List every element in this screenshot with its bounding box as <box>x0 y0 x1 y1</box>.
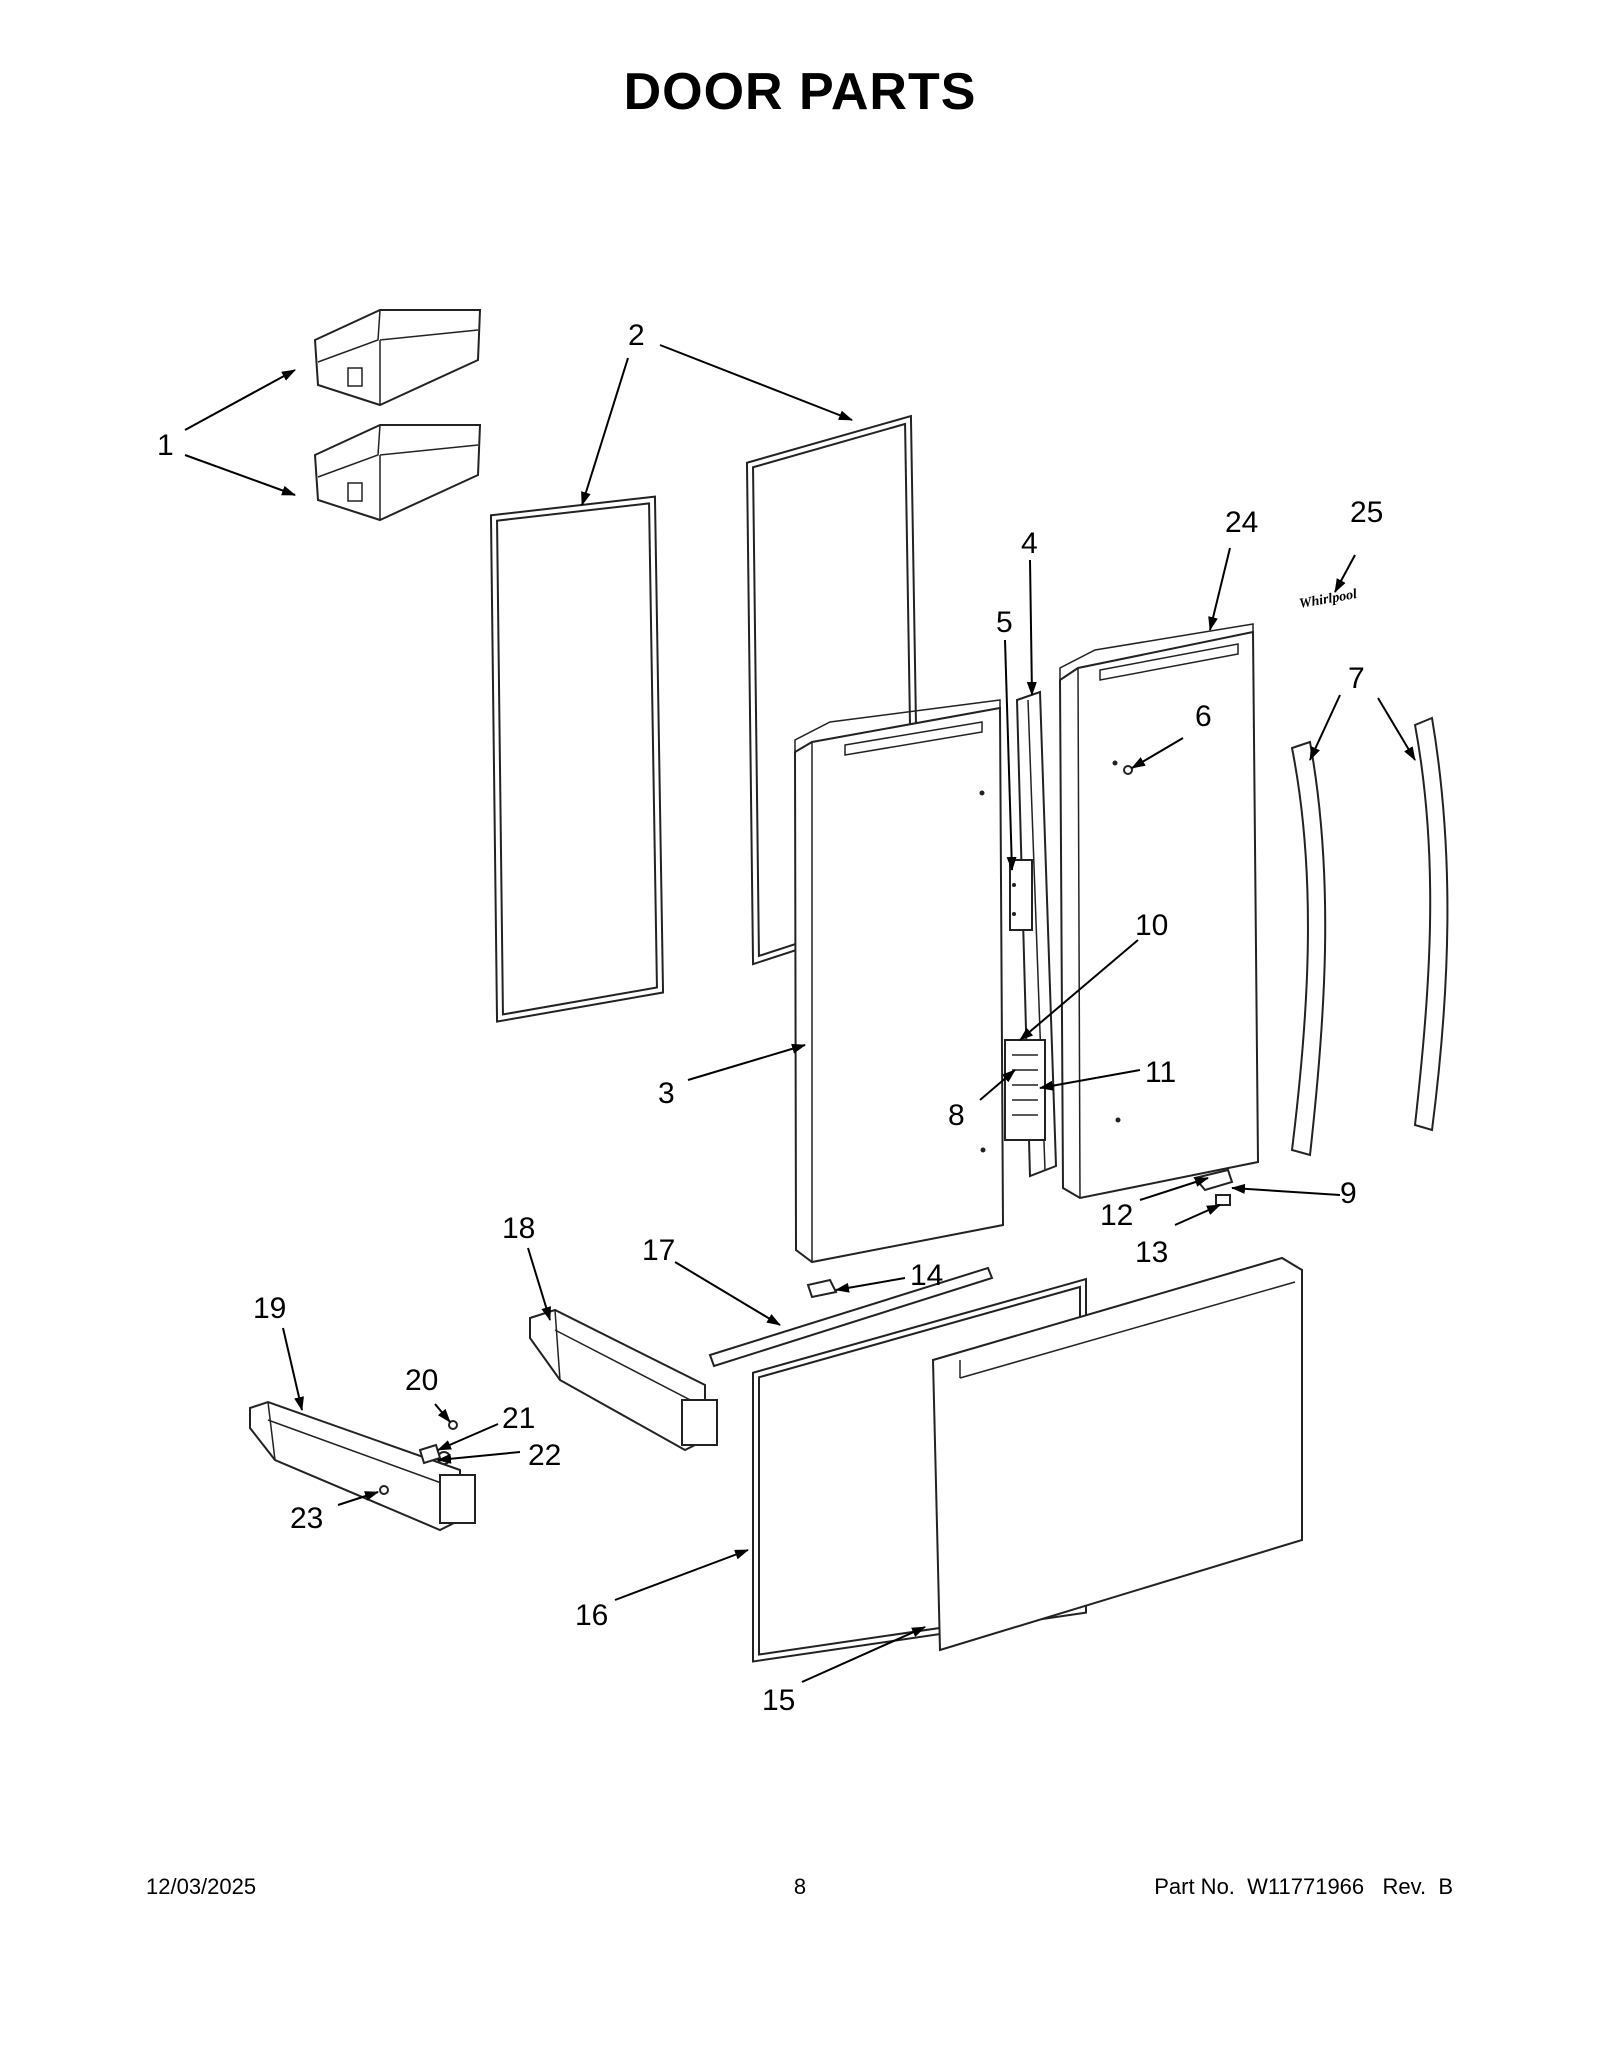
callout-12: 12 <box>1100 1199 1133 1232</box>
gasket-left-door <box>489 495 665 1023</box>
left-refrigerator-door <box>793 699 1005 1264</box>
door-bin-upper <box>313 309 482 407</box>
page-title: DOOR PARTS <box>623 63 977 121</box>
freezer-drawer-gasket <box>752 1277 1087 1663</box>
bottom-hinge-left <box>806 1278 838 1299</box>
logo-text: Whirlpool <box>1298 587 1358 612</box>
whirlpool-logo-badge: Whirlpool <box>1298 587 1358 612</box>
freezer-drawer-front <box>931 1256 1303 1652</box>
callout-6: 6 <box>1195 700 1212 733</box>
drawer-slide-rail-lower <box>249 1400 476 1532</box>
callout-labels: 1 2 3 4 5 6 7 8 9 10 11 12 13 14 15 16 1… <box>157 319 1383 1717</box>
callout-21: 21 <box>502 1402 535 1435</box>
callout-23: 23 <box>290 1502 323 1535</box>
callout-5: 5 <box>996 606 1013 639</box>
door-bin-lower <box>313 424 482 522</box>
callout-10: 10 <box>1135 909 1168 942</box>
door-handle-left <box>1290 740 1327 1157</box>
rail-roller <box>379 1485 389 1495</box>
callout-19: 19 <box>253 1292 286 1325</box>
callout-15: 15 <box>762 1684 795 1717</box>
drawer-seal-strip <box>708 1266 994 1368</box>
callout-22: 22 <box>528 1439 561 1472</box>
callout-7: 7 <box>1348 662 1365 695</box>
callout-11: 11 <box>1145 1056 1176 1089</box>
callout-20: 20 <box>405 1364 438 1397</box>
callout-3: 3 <box>658 1077 675 1110</box>
footer-date: 12/03/2025 <box>146 1874 257 1899</box>
drawer-slide-rail-upper <box>529 1308 718 1452</box>
control-board-housing <box>1004 1039 1046 1141</box>
callout-13: 13 <box>1135 1236 1168 1269</box>
rail-clip <box>418 1443 442 1465</box>
footer-part-number: Part No. W11771966 Rev. B <box>1154 1874 1453 1899</box>
callout-8: 8 <box>948 1099 965 1132</box>
callout-1: 1 <box>157 429 174 462</box>
mullion-hinge-bracket <box>1009 859 1033 931</box>
callout-24: 24 <box>1225 506 1258 539</box>
callout-4: 4 <box>1021 527 1038 560</box>
callout-arrows <box>184 344 1416 1683</box>
callout-2: 2 <box>628 319 645 352</box>
rail-screw <box>448 1420 458 1430</box>
callout-14: 14 <box>910 1259 943 1292</box>
screw <box>1123 765 1133 775</box>
door-handle-right <box>1413 716 1449 1132</box>
right-refrigerator-door <box>1058 623 1260 1200</box>
footer-page-number: 8 <box>793 1874 807 1899</box>
callout-17: 17 <box>642 1234 675 1267</box>
callout-25: 25 <box>1350 496 1383 529</box>
callout-18: 18 <box>502 1212 535 1245</box>
callout-16: 16 <box>575 1599 608 1632</box>
callout-9: 9 <box>1340 1177 1357 1210</box>
hinge-pin <box>1215 1194 1231 1206</box>
